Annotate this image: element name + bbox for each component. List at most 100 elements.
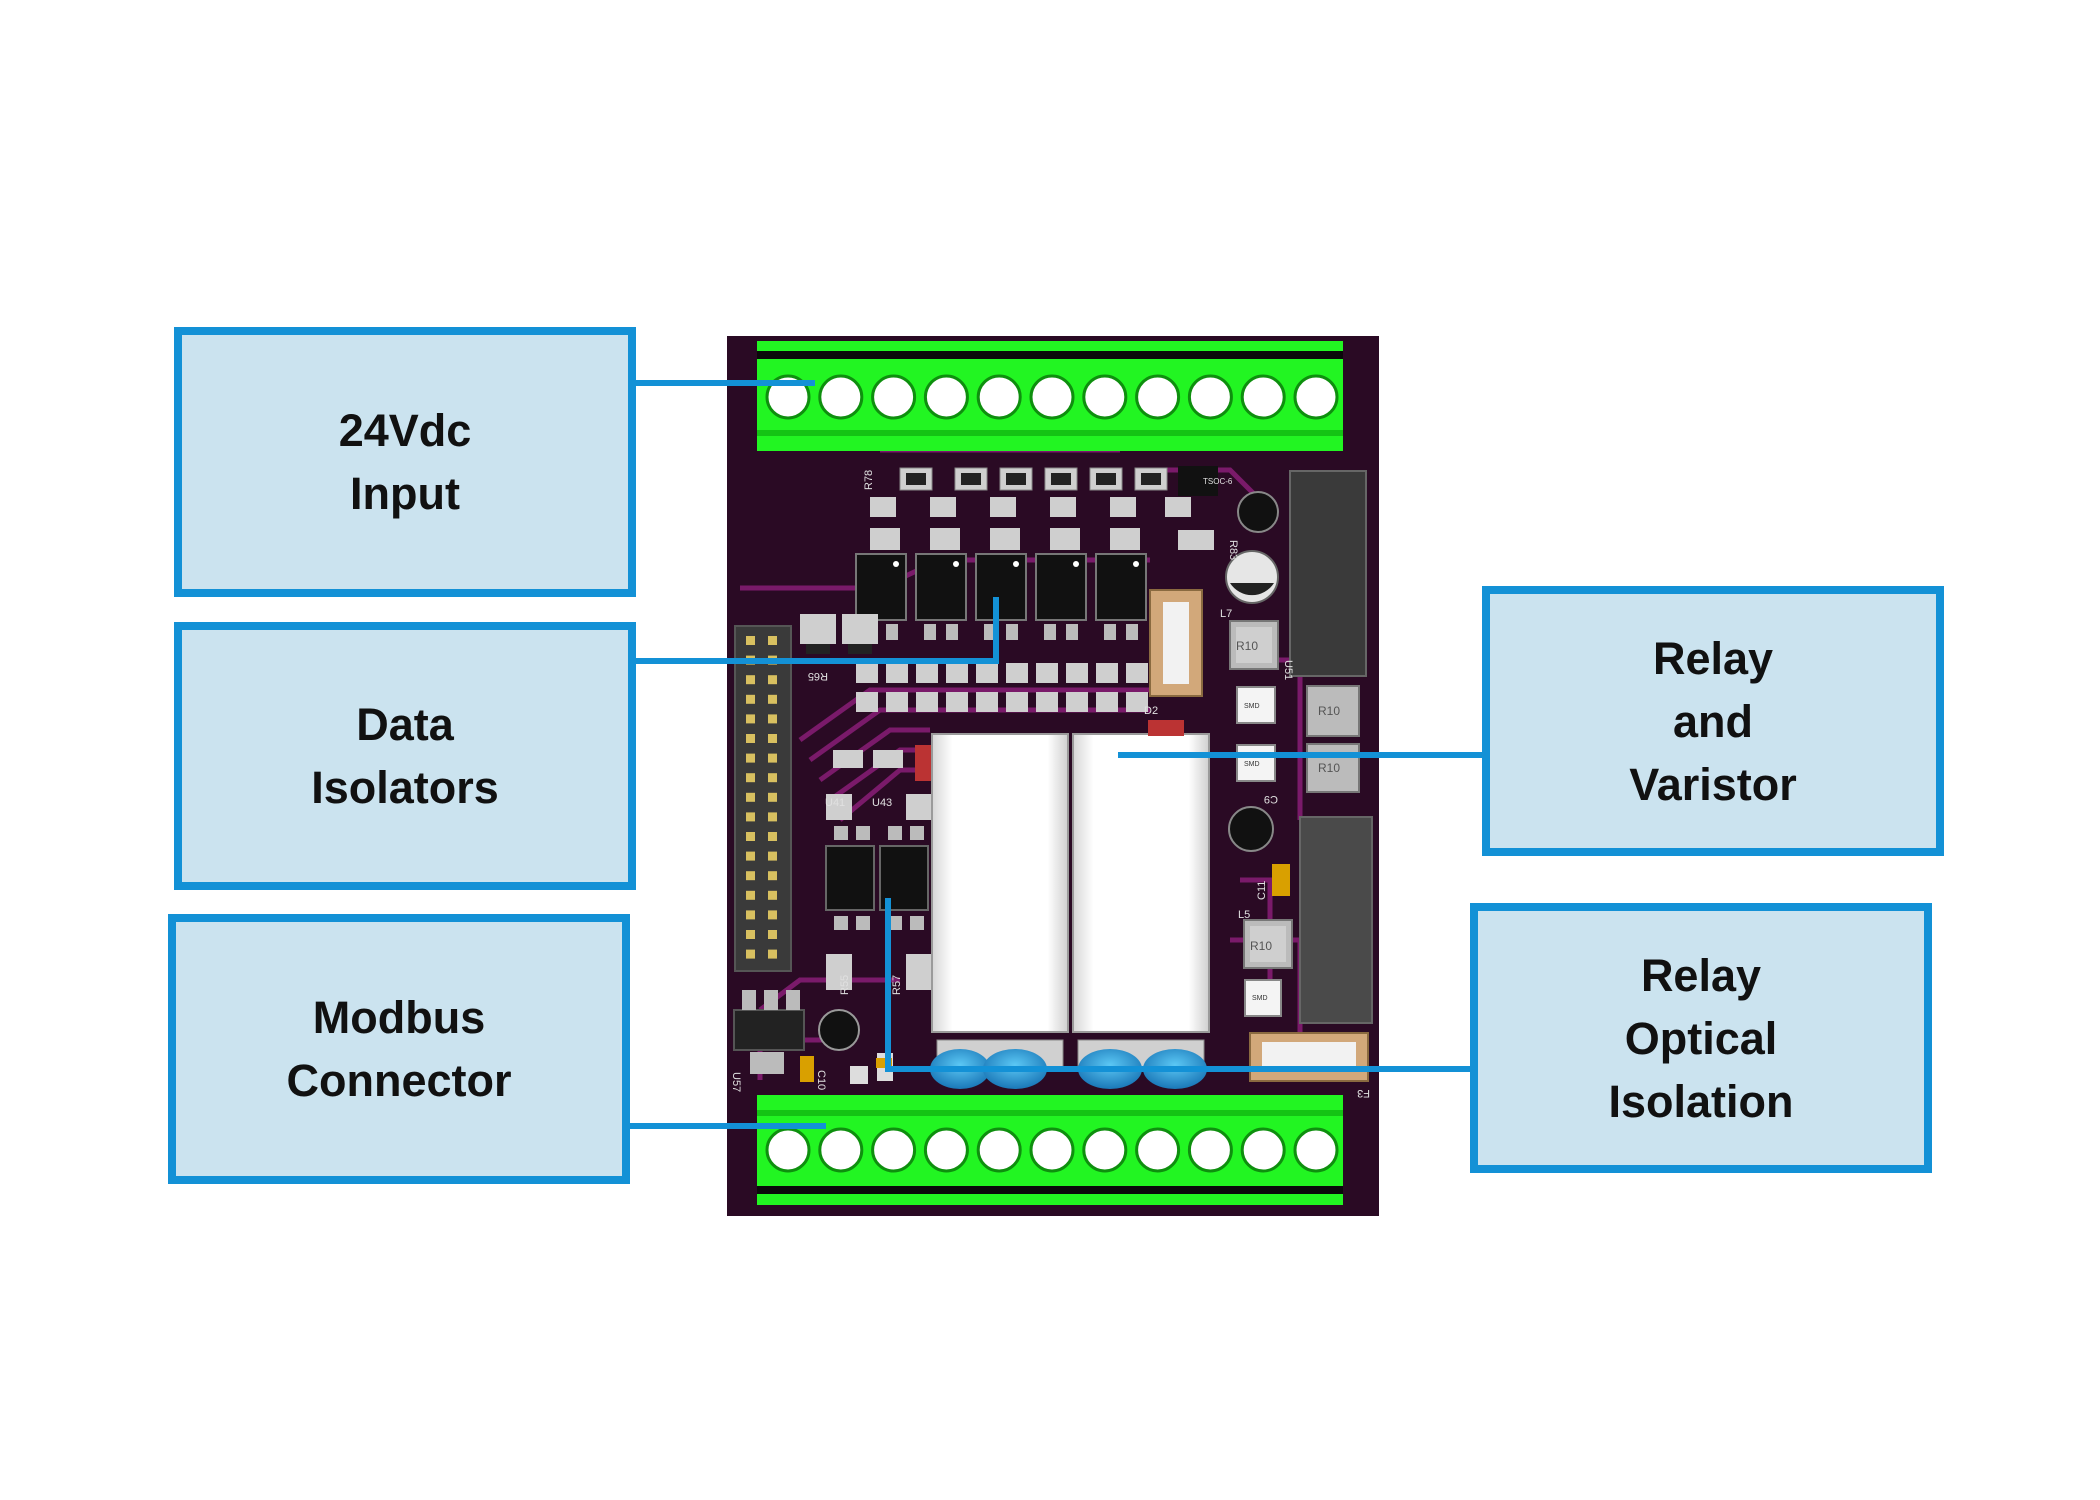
header-pin — [746, 949, 755, 959]
ic-lead — [1044, 624, 1056, 640]
header-pin — [768, 851, 777, 861]
terminal-holes-bottom — [765, 1127, 1339, 1173]
silkscreen-labels: R78 R83 R65 U41 U43 R55 R57 U57 C10 U51 … — [730, 470, 1370, 1099]
relay-1 — [931, 733, 1069, 1033]
terminal-hole-bottom — [1187, 1127, 1233, 1173]
left-small-parts — [800, 614, 878, 654]
header-pin — [768, 753, 777, 763]
terminal-hole-top — [871, 374, 917, 420]
header-pin — [768, 773, 777, 783]
terminal-hole-bottom — [765, 1127, 811, 1173]
terminal-holes-top — [765, 374, 1339, 420]
smd-resistor — [870, 528, 900, 550]
smd-resistor — [1036, 692, 1058, 712]
silk-r10-2: R10 — [1318, 704, 1340, 718]
header-pin — [768, 812, 777, 822]
ic-lead — [1006, 624, 1018, 640]
data-isolator-ics — [855, 553, 1147, 640]
silk-l7: L7 — [1220, 608, 1232, 620]
header-pin — [768, 832, 777, 841]
smd-resistor — [916, 692, 938, 712]
terminal-hole-top — [1187, 374, 1233, 420]
smd-resistor-body — [1051, 473, 1071, 485]
smd-resistor — [1165, 497, 1191, 517]
smd-resistor — [886, 663, 908, 683]
label-modbus-connector-text: Modbus Connector — [286, 992, 512, 1106]
terminal-hole-top — [923, 374, 969, 420]
header-pin — [746, 812, 755, 822]
silk-u51: U51 — [1282, 660, 1294, 680]
terminal-hole-bottom — [818, 1127, 864, 1173]
header-pin — [746, 792, 755, 802]
label-relay-optical-isolation: Relay Optical Isolation — [1470, 903, 1932, 1173]
label-data-isolators-text: Data Isolators — [311, 699, 499, 813]
smd-resistor — [946, 692, 968, 712]
label-relay-optical-isolation-text: Relay Optical Isolation — [1608, 949, 1794, 1127]
smd-resistor — [930, 497, 956, 517]
smd-resistor-body — [906, 473, 926, 485]
ic-lead — [1126, 624, 1138, 640]
header-pin — [746, 871, 755, 881]
terminal-hole-top — [1240, 374, 1286, 420]
smd-resistor — [946, 663, 968, 683]
smd-resistor — [916, 663, 938, 683]
header-pin — [746, 694, 755, 704]
ic-pin1-dot — [953, 561, 959, 567]
header-pin — [768, 910, 777, 920]
silk-d2: D2 — [1144, 705, 1158, 717]
header-pin — [768, 871, 777, 881]
silk-smd-1: SMD — [1244, 703, 1260, 710]
terminal-hole-top — [765, 374, 811, 420]
label-24vdc-input-text: 24Vdc Input — [338, 405, 472, 519]
silk-l5: L5 — [1238, 909, 1250, 921]
ic-pin1-dot — [1133, 561, 1139, 567]
resistor-row-middle — [856, 663, 1148, 712]
silk-c11: C11 — [1256, 881, 1268, 900]
silk-r10-1: R10 — [1236, 639, 1258, 653]
header-pin — [746, 832, 755, 841]
silk-c9: C9 — [1264, 793, 1278, 805]
header-pin — [746, 753, 755, 763]
fuse-holder — [1149, 589, 1203, 697]
terminal-hole-bottom — [1240, 1127, 1286, 1173]
ic-pin1-dot — [1073, 561, 1079, 567]
silk-r78: R78 — [863, 470, 875, 490]
terminal-hole-top — [1135, 374, 1181, 420]
isolator-ic — [975, 553, 1027, 621]
label-relay-varistor: Relay and Varistor — [1482, 586, 1944, 856]
silk-smd-3: SMD — [1252, 995, 1268, 1002]
smd-resistor-body — [1006, 473, 1026, 485]
header-pin — [746, 890, 755, 900]
ic-pin1-dot — [893, 561, 899, 567]
smd-resistor-body — [961, 473, 981, 485]
header-pin — [768, 930, 777, 939]
pin-header — [734, 625, 792, 972]
header-pin — [768, 734, 777, 743]
header-pin — [768, 694, 777, 704]
header-pin — [746, 636, 755, 645]
terminal-hole-top — [976, 374, 1022, 420]
terminal-hole-bottom — [1293, 1127, 1339, 1173]
resistor-row-top — [870, 467, 1213, 550]
smd-resistor — [1096, 692, 1118, 712]
header-pin — [746, 714, 755, 724]
silk-r10-3: R10 — [1318, 761, 1340, 775]
relay-2 — [1072, 733, 1210, 1033]
terminal-hole-top — [1293, 374, 1339, 420]
header-pin — [768, 792, 777, 802]
smd-resistor-body — [1141, 473, 1161, 485]
terminal-hole-bottom — [871, 1127, 917, 1173]
smd-resistor — [886, 692, 908, 712]
silk-u43: U43 — [872, 797, 892, 809]
terminal-hole-bottom — [923, 1127, 969, 1173]
label-relay-varistor-text: Relay and Varistor — [1629, 632, 1797, 810]
pcb-board: R78 R83 R65 U41 U43 R55 R57 U57 C10 U51 … — [727, 336, 1379, 1216]
ic-pin1-dot — [1013, 561, 1019, 567]
header-pin — [746, 773, 755, 783]
silk-r83: R83 — [1227, 540, 1239, 560]
smd-resistor — [1126, 663, 1148, 683]
smd-resistor — [976, 692, 998, 712]
header-pin — [768, 949, 777, 959]
terminal-hole-top — [818, 374, 864, 420]
